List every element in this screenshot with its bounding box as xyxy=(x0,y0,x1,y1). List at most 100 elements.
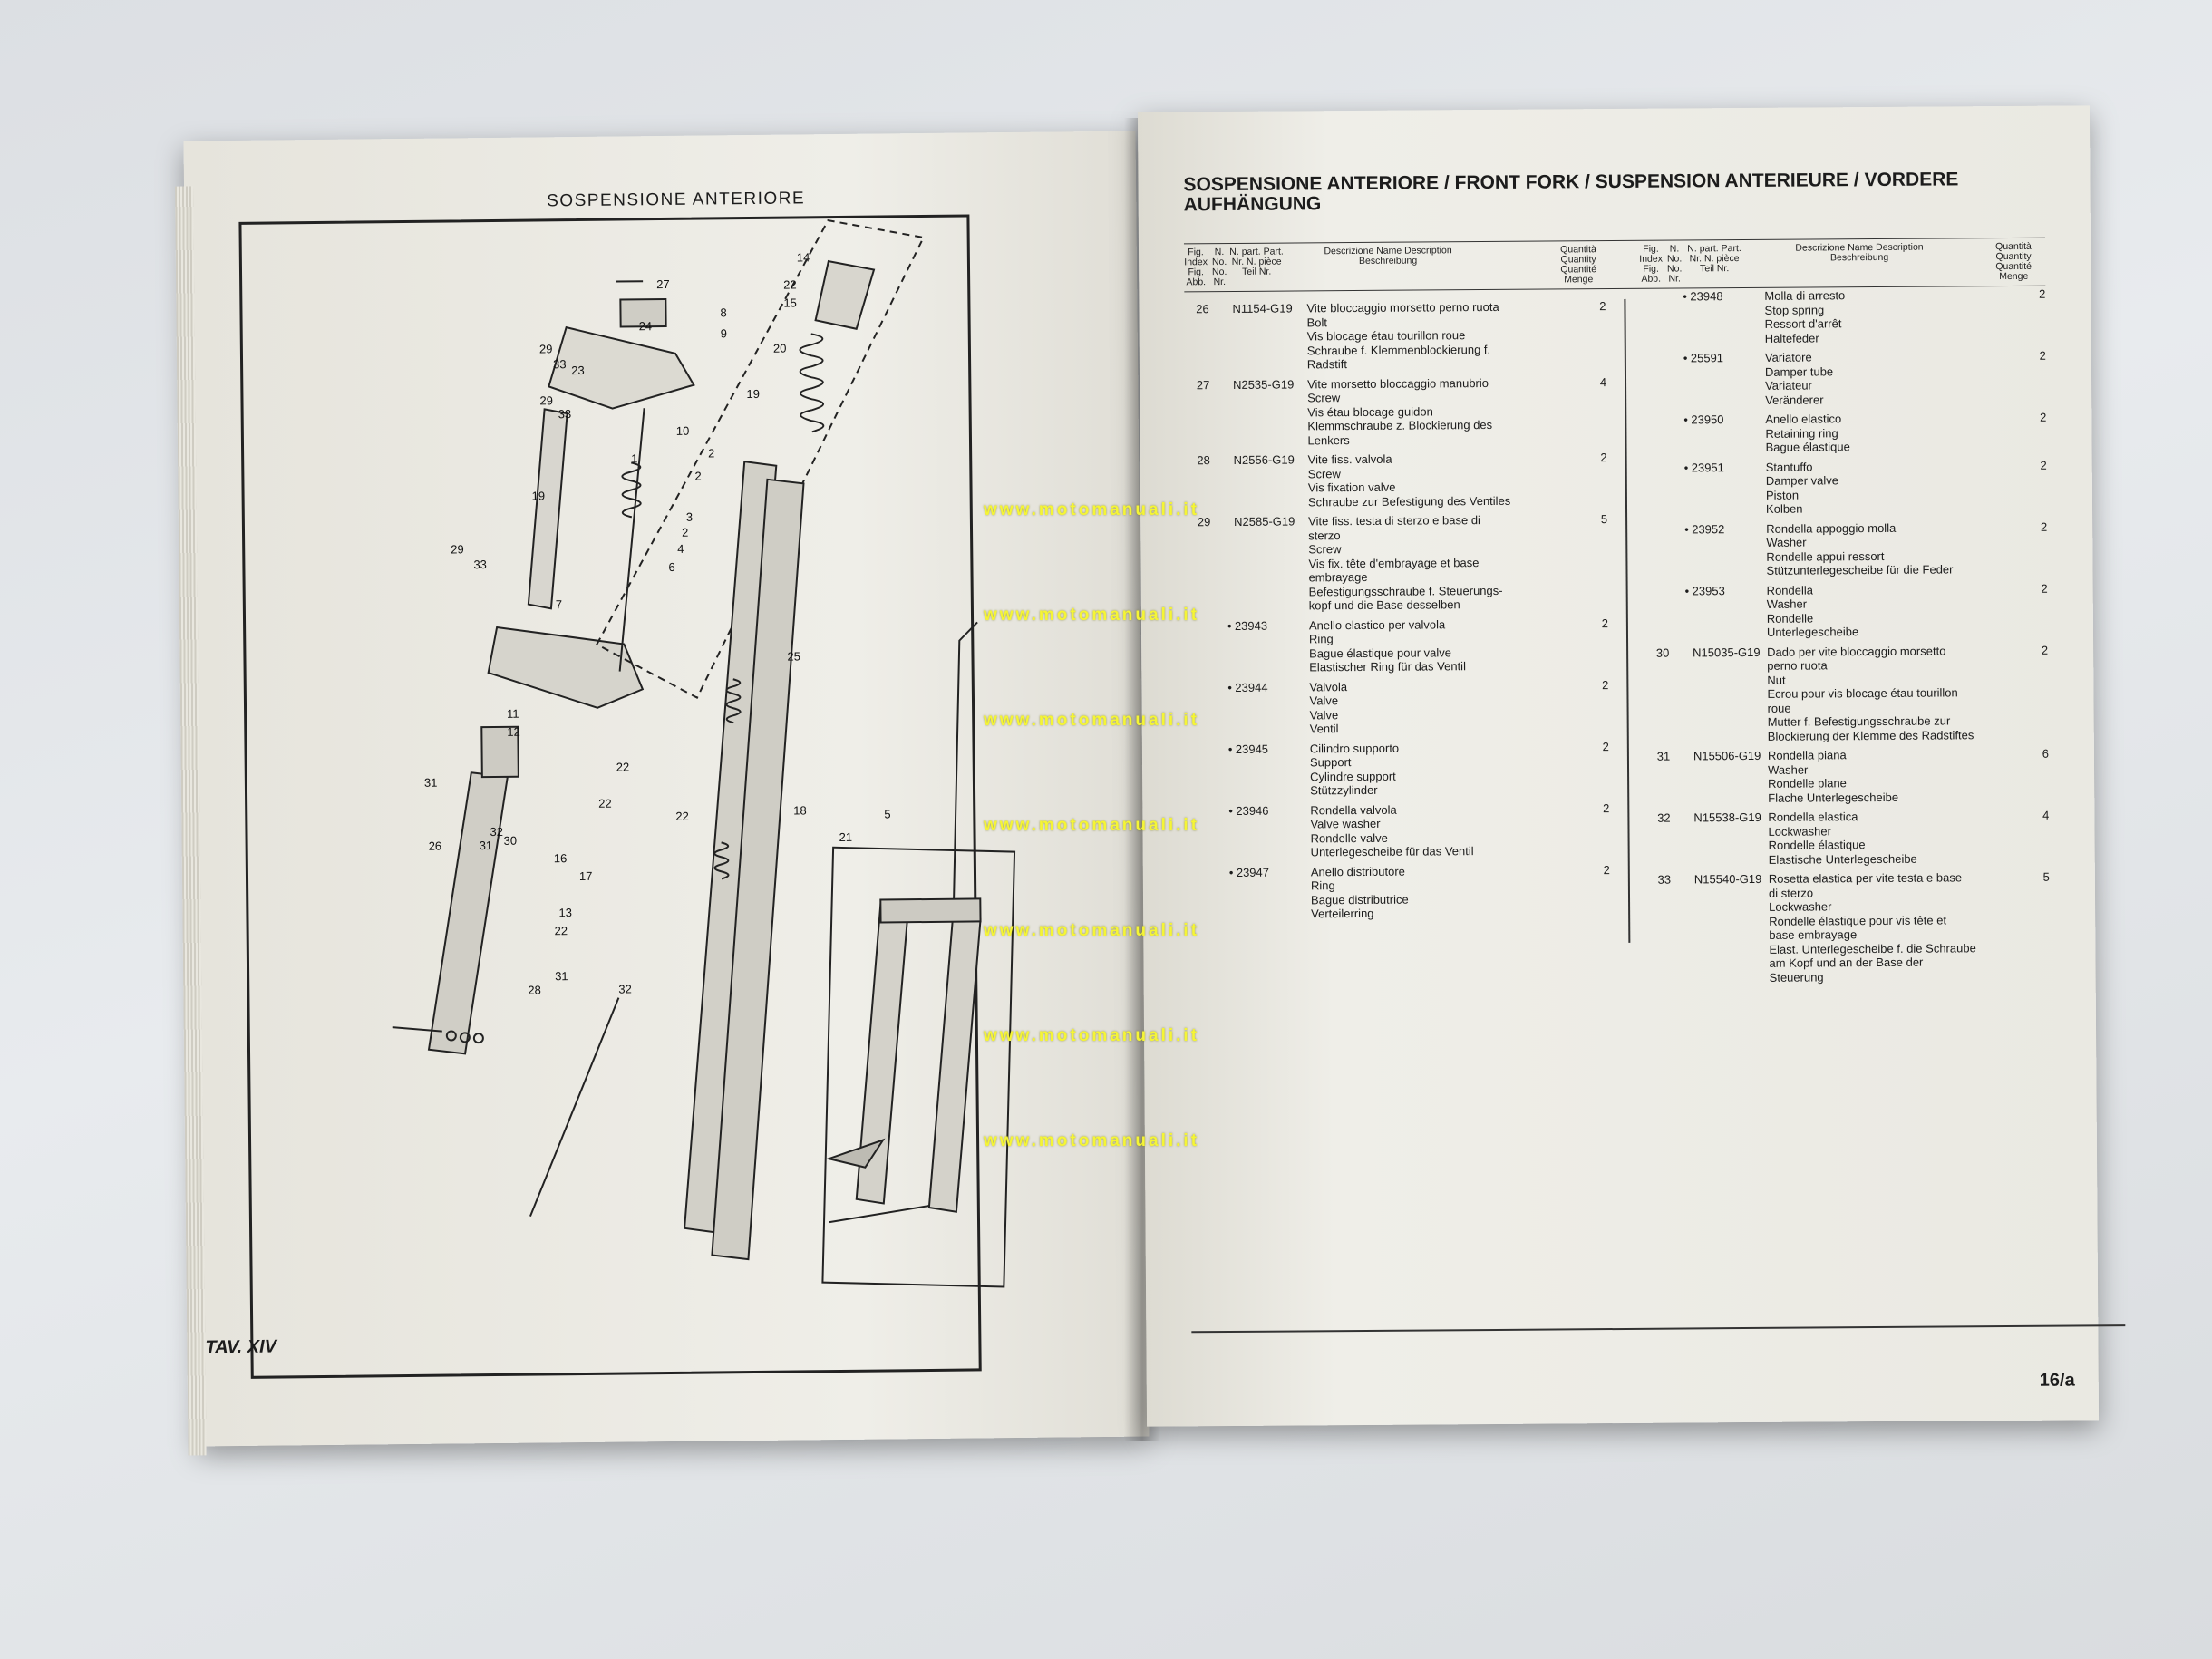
callout-2a: 2 xyxy=(708,446,714,460)
part-number: 23950 xyxy=(1691,412,1723,427)
callout-2c: 2 xyxy=(682,526,688,539)
column-divider xyxy=(1624,298,1631,943)
col-header-part-2: N. part. Part. Nr. N. pièce Teil Nr. xyxy=(1687,243,1741,275)
callout-31c: 31 xyxy=(555,969,568,983)
watermark-text: www.motomanuali.it xyxy=(984,606,1200,625)
callout-13: 13 xyxy=(558,906,572,919)
parts-entry: 23943 Anello elastico per valvolaRingBagu… xyxy=(1191,616,1608,675)
part-number: 23953 xyxy=(1693,584,1725,598)
right-page: SOSPENSIONE ANTERIORE / FRONT FORK / SUS… xyxy=(1137,105,2126,1427)
left-page: SOSPENSIONE ANTERIORE xyxy=(175,131,1150,1456)
callout-14: 14 xyxy=(797,250,810,264)
quantity: 2 xyxy=(2040,410,2047,424)
description-line: Unterlegescheibe für das Ventil xyxy=(1310,844,1474,859)
part-number: 23943 xyxy=(1235,618,1267,633)
part-number: 23948 xyxy=(1690,289,1722,304)
quantity: 2 xyxy=(1600,451,1607,465)
callout-18: 18 xyxy=(793,803,807,817)
col-header-qty: Quantità Quantity Quantité Menge xyxy=(1560,244,1597,286)
col-header-qty-2: Quantità Quantity Quantité Menge xyxy=(1995,240,2033,283)
callout-25: 25 xyxy=(787,649,800,663)
callout-22e: 22 xyxy=(555,924,568,937)
callout-21: 21 xyxy=(839,830,852,844)
page-title: SOSPENSIONE ANTERIORE / FRONT FORK / SUS… xyxy=(1183,169,1959,216)
callout-23: 23 xyxy=(571,364,585,377)
callout-27: 27 xyxy=(656,277,670,291)
callout-29c: 29 xyxy=(451,542,464,556)
description-line: Unterlegescheibe xyxy=(1766,625,1859,639)
callout-1: 1 xyxy=(631,451,637,465)
part-number: N1154-G19 xyxy=(1232,301,1293,315)
quantity: 2 xyxy=(1603,862,1610,877)
quantity: 2 xyxy=(1602,677,1609,692)
bottom-rule xyxy=(1191,1324,2126,1334)
callout-19b: 19 xyxy=(746,387,760,401)
part-number: 23947 xyxy=(1237,865,1269,879)
description-line: Stützzylinder xyxy=(1310,782,1378,798)
description-line: kopf und die Base desselben xyxy=(1308,597,1460,613)
part-number: 23944 xyxy=(1235,680,1267,694)
quantity: 2 xyxy=(2040,458,2047,472)
description-line: Radstift xyxy=(1306,357,1348,372)
parts-entry: 23953RondellaWasherRondelleUnterlegesche… xyxy=(1649,581,2048,640)
description-line: Bague élastique xyxy=(1765,440,1850,454)
quantity: 5 xyxy=(2042,869,2050,884)
quantity: 2 xyxy=(1602,739,1609,753)
callout-28: 28 xyxy=(528,983,541,996)
callout-20: 20 xyxy=(773,342,787,355)
callout-29a: 29 xyxy=(539,342,553,355)
part-number: N15540-G19 xyxy=(1693,871,1762,887)
part-number: N2556-G19 xyxy=(1233,452,1295,467)
plate-label: TAV. XIV xyxy=(205,1336,277,1358)
fig-number: 32 xyxy=(1657,810,1671,825)
watermark-text: www.motomanuali.it xyxy=(984,1026,1200,1045)
quantity: 2 xyxy=(2041,581,2048,596)
part-number: 25591 xyxy=(1691,351,1723,365)
callout-33a: 33 xyxy=(553,357,567,371)
col-header-fig-2: Fig. Index Fig. Abb. xyxy=(1639,243,1663,285)
callout-10: 10 xyxy=(676,424,690,438)
description-line: Haltefeder xyxy=(1764,330,1819,345)
fig-number: 31 xyxy=(1656,749,1671,763)
description-line: Schraube zur Befestigung des Ventiles xyxy=(1307,493,1511,509)
callout-32a: 32 xyxy=(490,825,503,839)
part-number: N15506-G19 xyxy=(1693,748,1761,763)
col-header-no-2: N. No. No. Nr. xyxy=(1666,243,1683,285)
quantity: 2 xyxy=(1599,299,1606,314)
fig-number: 28 xyxy=(1197,453,1210,468)
callout-22c: 22 xyxy=(598,797,612,810)
description-line: Stützunterlegescheibe für die Feder xyxy=(1766,562,1954,577)
quantity: 2 xyxy=(2040,519,2048,534)
watermark-text: www.motomanuali.it xyxy=(984,500,1200,519)
callout-16: 16 xyxy=(554,851,568,865)
part-number: 23946 xyxy=(1236,803,1268,818)
callout-8: 8 xyxy=(720,306,726,319)
callout-30: 30 xyxy=(504,834,518,848)
quantity: 2 xyxy=(2041,643,2049,657)
part-number: 23945 xyxy=(1236,742,1268,756)
part-number: 23951 xyxy=(1692,461,1724,475)
quantity: 5 xyxy=(1600,512,1608,527)
callout-7: 7 xyxy=(556,597,562,611)
